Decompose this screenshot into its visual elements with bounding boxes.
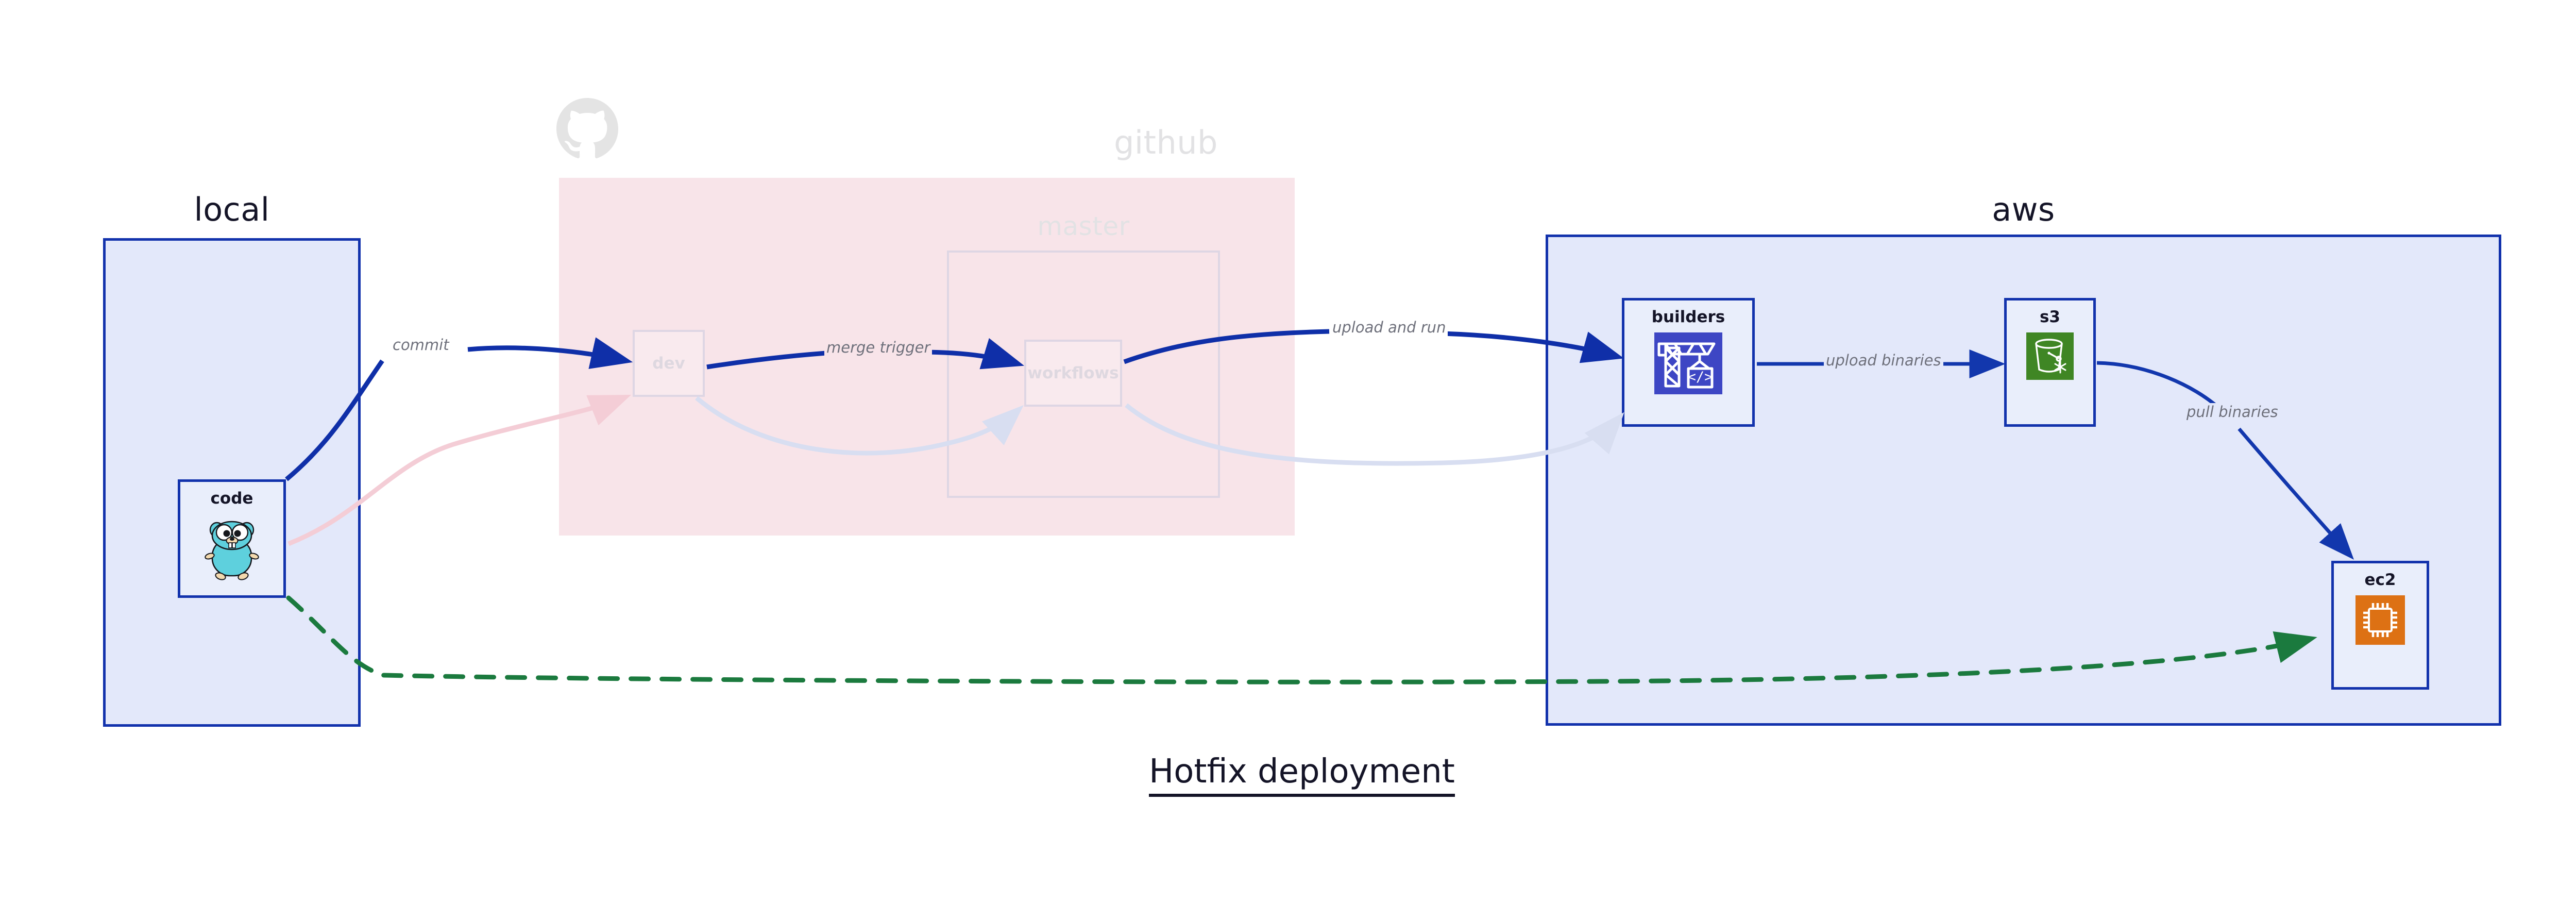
edge-merge-trigger-tail xyxy=(920,338,1025,370)
svg-text:</>: </> xyxy=(1688,369,1713,385)
node-builders[interactable]: builders xyxy=(1622,298,1755,427)
group-label-github: github xyxy=(1114,124,1218,161)
edge-merge-trigger-head xyxy=(706,350,834,370)
group-box-github xyxy=(559,178,1295,536)
node-label-ec2: ec2 xyxy=(2364,571,2396,589)
edge-upload-and-run-tail xyxy=(1442,331,1624,363)
node-s3[interactable]: s3 xyxy=(2004,298,2096,427)
s3-bucket-icon xyxy=(2026,332,2074,382)
crane-code-icon: </> xyxy=(1654,332,1722,396)
edge-faded-code-dev xyxy=(287,394,632,546)
node-label-workflows: workflows xyxy=(1027,364,1119,382)
edge-label-commit: commit xyxy=(391,336,451,354)
node-label-master: master xyxy=(1037,211,1130,241)
node-label-s3: s3 xyxy=(2039,308,2061,326)
edge-label-pull-binaries: pull binaries xyxy=(2184,403,2280,421)
edge-upload-and-run-head xyxy=(1123,329,1330,364)
edge-commit-tail xyxy=(467,337,633,369)
node-master-container[interactable] xyxy=(947,250,1220,498)
node-code[interactable]: code xyxy=(178,479,286,598)
github-octocat-icon xyxy=(556,98,618,160)
edge-faded-workflows-builders xyxy=(1125,403,1624,466)
go-gopher-icon xyxy=(201,514,263,583)
node-ec2[interactable]: ec2 xyxy=(2331,561,2429,690)
diagram-title: Hotfix deployment xyxy=(0,753,2576,797)
node-label-dev: dev xyxy=(652,354,685,373)
node-label-code: code xyxy=(210,489,253,508)
group-label-aws: aws xyxy=(1992,191,2055,228)
diagram-title-text: Hotfix deployment xyxy=(1149,753,1455,797)
edge-faded-dev-workflows xyxy=(695,396,1024,456)
node-workflows[interactable]: workflows xyxy=(1024,340,1122,407)
node-dev[interactable]: dev xyxy=(633,330,705,397)
edge-label-merge-trigger: merge trigger xyxy=(824,339,933,356)
node-label-builders: builders xyxy=(1651,308,1725,326)
edge-commit xyxy=(285,359,384,481)
edge-hotfix-direct xyxy=(286,595,2317,684)
cpu-chip-icon xyxy=(2355,595,2405,647)
group-label-local: local xyxy=(194,191,270,228)
edge-pull-binaries-tail xyxy=(2238,427,2354,560)
edge-label-upload-binaries: upload binaries xyxy=(1824,352,1943,369)
edge-label-upload-and-run: upload and run xyxy=(1330,319,1448,336)
edge-pull-binaries-head xyxy=(2096,361,2219,409)
